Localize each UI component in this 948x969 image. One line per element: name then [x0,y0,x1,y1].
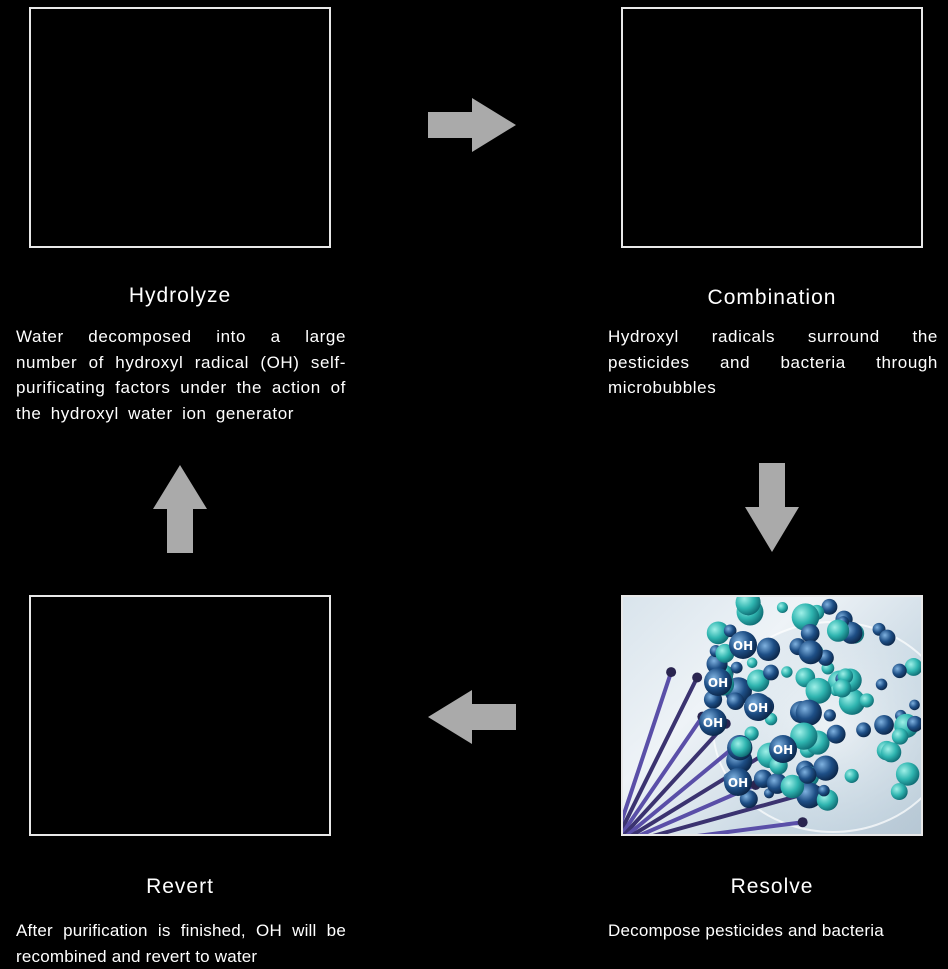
molecule-ball [795,699,822,726]
combination-image-frame [621,7,923,248]
oh-labels: OH OH OH OH OH OH [699,631,797,796]
virus-spike-tip [797,817,808,828]
molecule-ball [730,736,752,758]
molecule-ball [904,658,921,676]
molecule-ball [826,724,846,744]
molecule-ball [826,619,850,642]
virus-spike [652,788,818,834]
virus-spike [623,722,728,834]
molecule-ball [890,783,908,801]
molecule-illustration: OH OH OH OH OH OH [623,597,921,834]
molecule-cluster [703,597,921,811]
molecule-ball [791,603,820,631]
oh-molecule [769,735,797,763]
molecule-ball [892,663,907,679]
molecule-ball [844,768,859,783]
molecule-ball [909,699,920,711]
molecule-ball [798,765,817,784]
molecule-ball [781,666,793,678]
molecule-ball [744,726,759,741]
molecule-ball [780,774,805,799]
molecule-ball [906,715,921,732]
virus-spike [637,783,757,834]
oh-molecule [704,668,732,696]
molecule-ball [800,623,820,643]
molecule-ball [821,598,838,615]
molecule-ball [879,629,896,646]
combination-title: Combination [707,286,837,309]
hydrolyze-image-frame [29,7,331,248]
oh-molecule [724,768,752,796]
molecule-ball [790,722,818,750]
molecule-ball [798,640,823,665]
virus-spike [623,715,705,834]
arrow-down-icon [745,463,799,552]
arrow-up-icon [153,465,207,553]
oh-molecule [729,631,757,659]
molecule-ball [813,755,839,781]
hydrolyze-description: Water decomposed into a large number of … [16,327,346,423]
virus-spike [697,820,803,834]
molecule-ball [746,657,758,669]
revert-description: After purification is finished, OH will … [16,921,346,966]
oh-label: OH [703,716,723,730]
oh-molecule [744,693,772,721]
revert-title: Revert [146,875,214,898]
resolve-illustration: OH OH OH OH OH OH [621,595,923,836]
oh-label: OH [728,776,748,790]
molecule-ball [763,664,779,681]
molecule-ball [891,728,909,745]
molecule-ball [856,722,871,738]
molecule-ball [723,624,737,638]
molecule-ball [833,679,852,698]
arrow-right-icon [428,98,516,152]
oh-molecule [699,708,727,736]
molecule-ball [776,601,788,614]
molecule-ball [739,790,758,809]
molecule-ball [805,677,832,704]
molecule-ball [874,714,894,735]
virus-spike-tip [666,667,677,678]
molecule-ball [859,693,874,708]
molecule-ball [756,637,781,662]
molecule-ball [895,762,920,786]
resolve-description: Decompose pesticides and bacteria [608,921,884,940]
revert-image-frame [29,595,331,836]
oh-label: OH [773,743,793,757]
molecule-ball [881,742,902,763]
molecule-ball [823,709,836,722]
virus-spike [623,676,699,832]
molecule-ball [730,661,743,674]
virus-spike-tip [692,672,703,683]
molecule-ball [726,692,745,711]
oh-label: OH [733,639,753,653]
combination-description: Hydroxyl radicals surround the pesticide… [608,327,938,397]
hydrolyze-title: Hydrolyze [128,284,232,307]
molecule-ball [875,678,888,691]
oh-label: OH [748,701,768,715]
arrow-left-icon [428,690,516,744]
molecule-ball [818,784,830,797]
molecule-ball [706,621,730,645]
oh-label: OH [708,676,728,690]
virus-spike [623,671,674,824]
molecule-ball [735,597,761,616]
resolve-title: Resolve [730,875,814,898]
